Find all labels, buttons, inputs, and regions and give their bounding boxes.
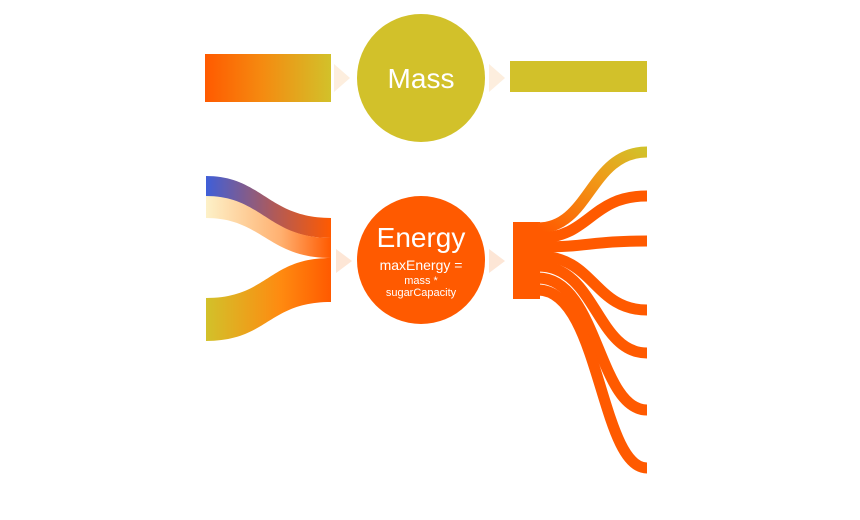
- energy-node-title: Energy: [377, 222, 466, 253]
- energy-output-flow-3: [537, 235, 648, 253]
- energy-node: Energy maxEnergy = mass * sugarCapacity: [357, 196, 485, 324]
- energy-output-flow-4: [537, 250, 648, 316]
- energy-output-flow-2: [537, 190, 648, 244]
- energy-output-flow-1: [537, 146, 648, 234]
- energy-output-flow-6: [537, 272, 648, 416]
- energy-output-bar: [513, 222, 540, 299]
- mass-output-bar: [510, 61, 647, 92]
- arrow-out-of-mass-icon: [489, 64, 505, 92]
- arrow-into-energy-icon: [336, 249, 352, 273]
- energy-formula-line2: mass *: [404, 275, 438, 287]
- mass-node-title: Mass: [388, 63, 455, 94]
- energy-formula-line3: sugarCapacity: [386, 287, 457, 299]
- energy-formula-line1: maxEnergy =: [380, 257, 463, 273]
- mass-input-bar: [205, 54, 331, 102]
- energy-output-flow-5: [537, 260, 648, 359]
- energy-output-flow-7: [537, 284, 649, 474]
- energy-input-flow-olive: [206, 258, 331, 341]
- arrow-out-of-energy-icon: [489, 249, 505, 273]
- energy-input-flow-blue: [206, 176, 331, 238]
- energy-input-flow-cream: [206, 196, 331, 258]
- arrow-into-mass-icon: [334, 64, 350, 92]
- mass-node: Mass: [357, 14, 485, 142]
